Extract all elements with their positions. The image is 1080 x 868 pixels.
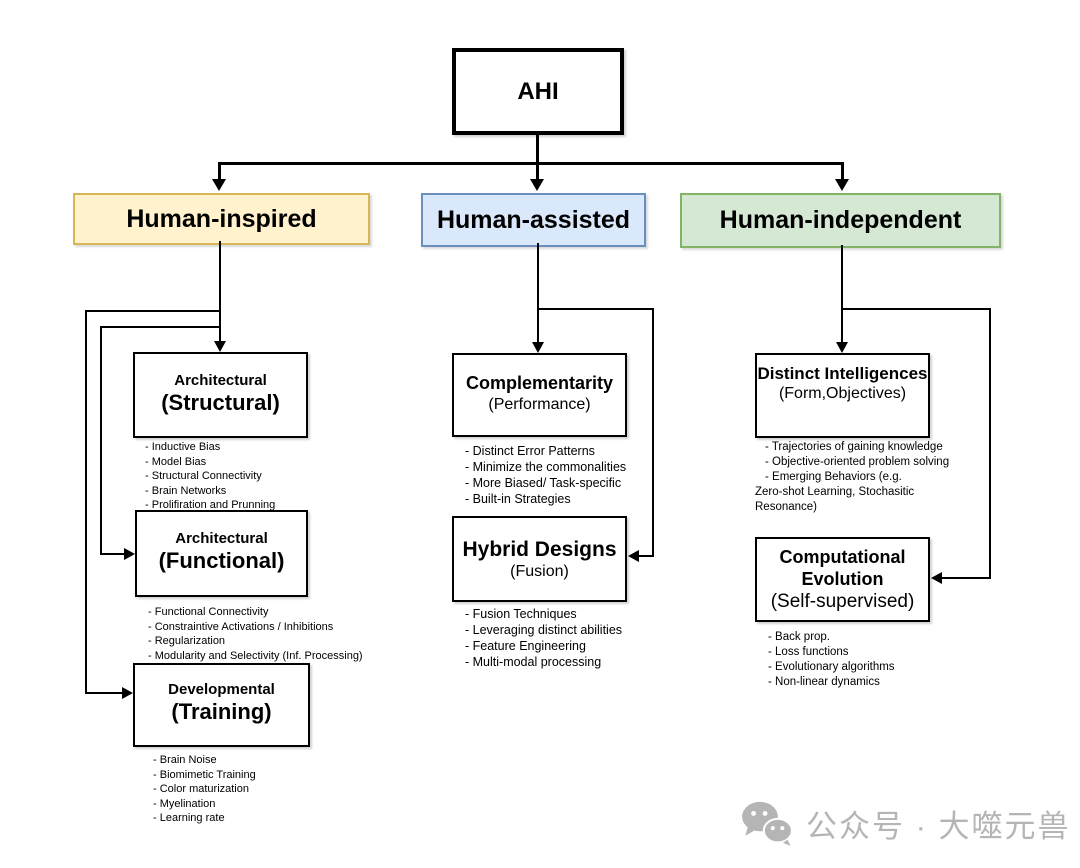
list-item: More Biased/ Task-specific [455,475,675,491]
branch-label: Human-inspired [126,204,317,233]
list-item: Non-linear dynamics [758,675,978,690]
list-item: Back prop. [758,630,978,645]
node-architectural-structural: Architectural (Structural) [133,352,308,438]
branch-header-human-inspired: Human-inspired [73,193,370,245]
node-distinct-intelligences: Distinct Intelligences (Form,Objectives) [755,353,930,438]
connector-to-functional [100,553,125,555]
list-hybrid-designs: Fusion TechniquesLeveraging distinct abi… [455,606,675,670]
node-title: Architectural [175,530,268,547]
list-developmental-training: Brain NoiseBiomimetic TrainingColor matu… [143,753,383,826]
list-item: Emerging Behaviors (e.g. Zero-shot Learn… [755,470,980,515]
node-subtitle: (Training) [171,699,272,724]
connector-drop-human-inspired [218,162,221,179]
arrowhead-computational [931,572,942,584]
list-item: Modularity and Selectivity (Inf. Process… [138,649,388,664]
list-item: Feature Engineering [455,638,675,654]
connector-to-computational [942,577,991,579]
list-item: Leveraging distinct abilities [455,622,675,638]
arrowhead-human-inspired [212,179,226,191]
node-title: Hybrid Designs [462,538,617,561]
list-distinct-intelligences: Trajectories of gaining knowledgeObjecti… [755,440,980,515]
list-item: Myelination [143,797,383,812]
arrowhead-functional [124,548,135,560]
branch-header-human-independent: Human-independent [680,193,1001,248]
node-subtitle: (Performance) [488,396,591,413]
list-item: Inductive Bias [135,440,375,455]
node-subtitle: (Self-supervised) [770,591,915,612]
list-item: Fusion Techniques [455,606,675,622]
node-subtitle: (Functional) [158,548,285,573]
branch-header-human-assisted: Human-assisted [421,193,646,247]
connector-root-crossbar [218,162,844,165]
list-item: Model Bias [135,455,375,470]
arrowhead-distinct [836,342,848,353]
list-item: Minimize the commonalities [455,459,675,475]
node-subtitle: (Form,Objectives) [778,385,907,402]
list-item: Brain Networks [135,484,375,499]
connector-hind-loop-h [841,308,991,310]
list-item: Built-in Strategies [455,491,675,507]
arrowhead-hybrid [628,550,639,562]
connector-ha-loop-v [652,308,654,557]
list-item: Objective-oriented problem solving [755,455,980,470]
connector-drop-human-assisted [536,165,539,179]
watermark: 公众号 · 大噬元兽 [740,800,1071,846]
node-complementarity: Complementarity (Performance) [452,353,627,437]
connector-hind-to-distinct [841,245,843,343]
node-architectural-functional: Architectural (Functional) [135,510,308,597]
root-node-ahi: AHI [452,48,624,135]
list-architectural-functional: Functional ConnectivityConstraintive Act… [138,605,388,663]
node-subtitle: (Structural) [161,390,280,415]
arrowhead-complementarity [532,342,544,353]
watermark-text: 公众号 · 大噬元兽 [806,808,1071,844]
list-item: Learning rate [143,811,383,826]
node-subtitle: (Fusion) [510,563,569,580]
branch-label: Human-independent [719,206,962,234]
connector-ha-loop-h [537,308,654,310]
node-computational-evolution: Computational Evolution (Self-supervised… [755,537,930,622]
list-item: Color maturization [143,782,383,797]
list-item: Brain Noise [143,753,383,768]
connector-ha-to-complementarity [537,243,539,343]
connector-drop-human-independent [841,162,844,179]
node-title: Computational Evolution [779,547,906,589]
connector-hi-branch-inner-v [100,326,102,555]
arrowhead-human-independent [835,179,849,191]
list-item: Multi-modal processing [455,654,675,670]
node-title: Distinct Intelligences [757,364,928,383]
list-item: Biomimetic Training [143,768,383,783]
connector-hi-branch-outer-h [85,310,221,312]
node-title: Complementarity [465,373,614,393]
list-computational-evolution: Back prop.Loss functionsEvolutionary alg… [758,630,978,690]
connector-hi-to-structural [219,241,221,342]
node-developmental-training: Developmental (Training) [133,663,310,747]
arrowhead-human-assisted [530,179,544,191]
root-label: AHI [517,77,559,105]
list-item: Functional Connectivity [138,605,388,620]
list-architectural-structural: Inductive BiasModel BiasStructural Conne… [135,440,375,513]
node-hybrid-designs: Hybrid Designs (Fusion) [452,516,627,602]
arrowhead-structural [214,341,226,352]
wechat-icon [742,801,793,846]
arrowhead-developmental [122,687,133,699]
connector-to-hybrid [639,555,654,557]
connector-root-stem [536,133,539,163]
node-title: Developmental [168,681,275,698]
list-complementarity: Distinct Error PatternsMinimize the comm… [455,443,675,507]
list-item: Trajectories of gaining knowledge [755,440,980,455]
connector-hind-loop-v [989,308,991,579]
list-item: Evolutionary algorithms [758,660,978,675]
connector-to-developmental [85,692,123,694]
list-item: Regularization [138,634,388,649]
list-item: Distinct Error Patterns [455,443,675,459]
list-item: Prolifiration and Prunning [135,498,375,513]
list-item: Loss functions [758,645,978,660]
list-item: Constraintive Activations / Inhibitions [138,620,388,635]
connector-hi-branch-outer-v [85,310,87,694]
branch-label: Human-assisted [436,205,631,234]
connector-hi-branch-inner-h [100,326,221,328]
list-item: Structural Connectivity [135,469,375,484]
node-title: Architectural [174,372,267,389]
